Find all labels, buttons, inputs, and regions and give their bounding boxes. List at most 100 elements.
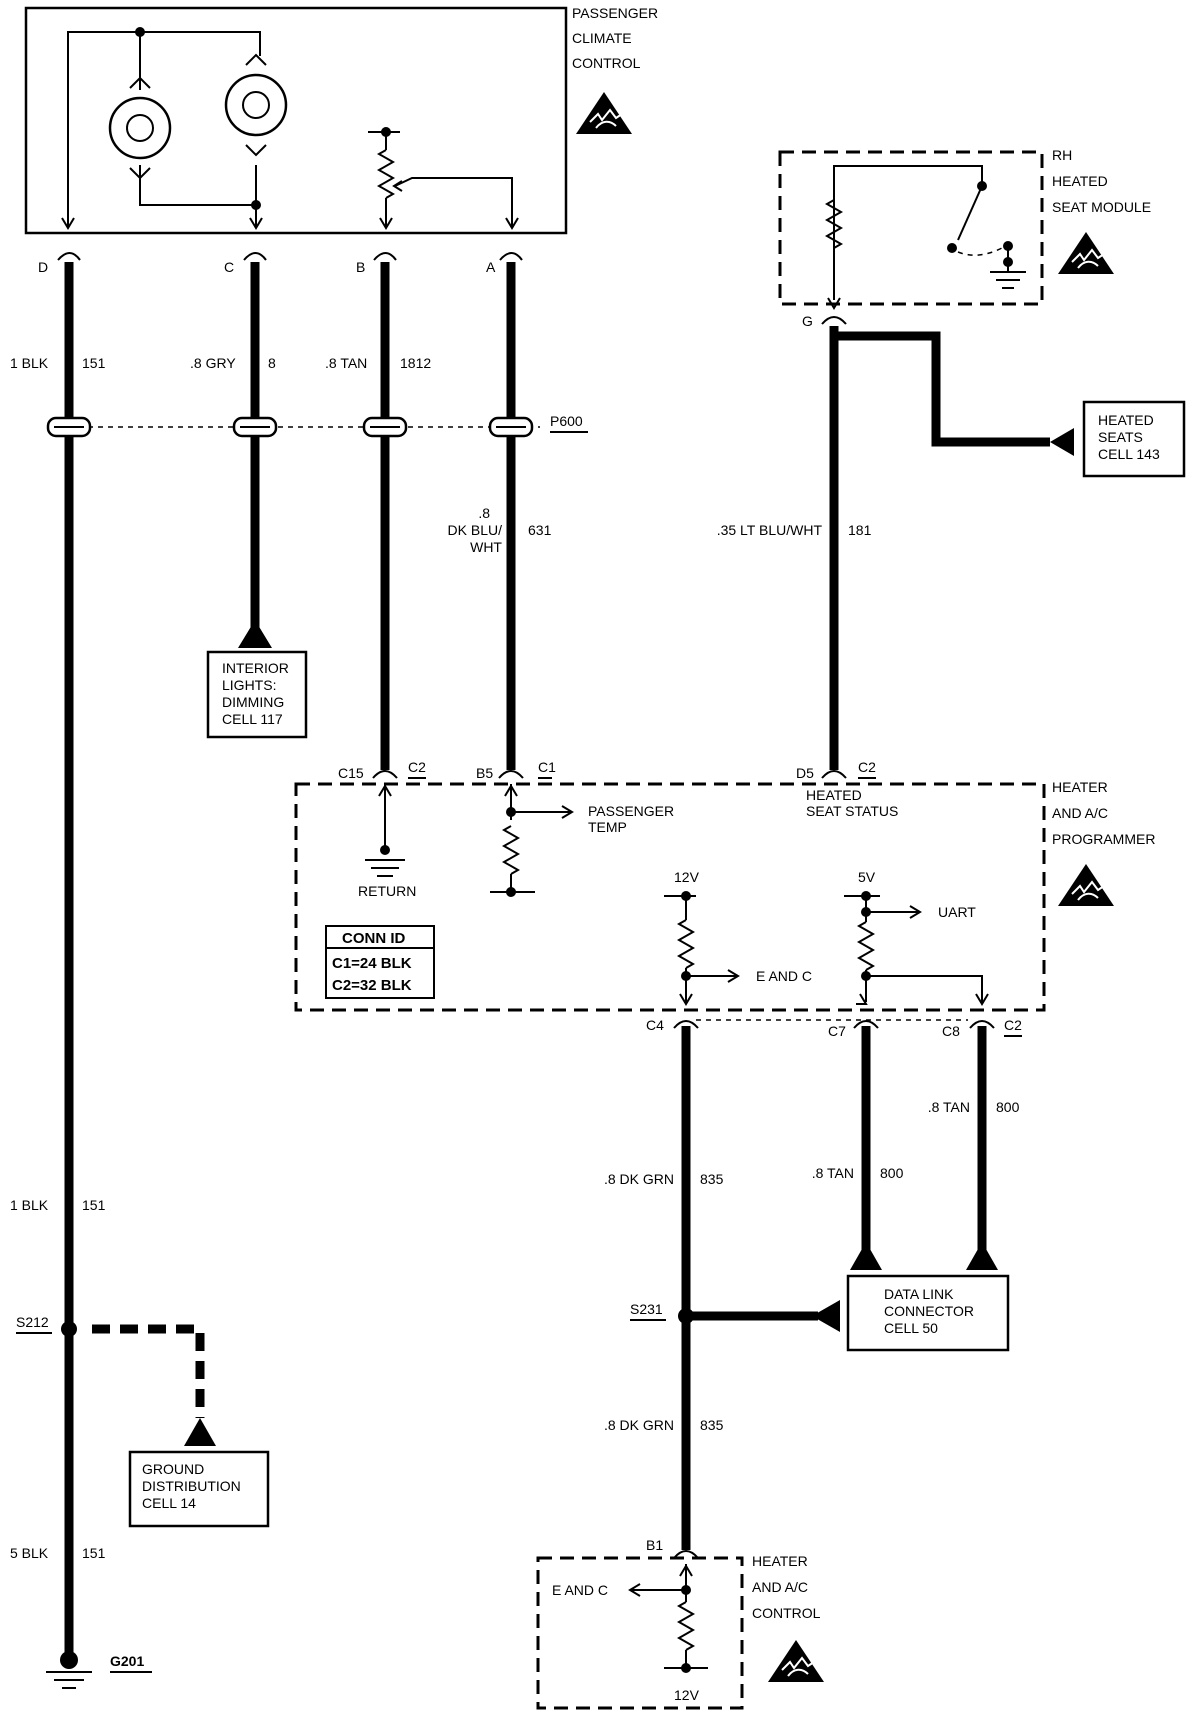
return-label: RETURN [358,883,416,899]
wire-631-size: .8 [478,505,490,521]
heater-ac-programmer-title: PROGRAMMER [1052,831,1155,847]
ground-symbol-icon [46,1671,92,1689]
wire-151-size: 5 BLK [10,1545,49,1561]
pin-c8-label: C8 [942,1023,960,1039]
pin-d5-connector: C2 [858,759,876,775]
passenger-climate-control-title: CLIMATE [572,30,632,46]
passenger-climate-control-title: CONTROL [572,55,641,71]
conn-id-title: CONN ID [342,930,406,947]
pin-a-label: A [486,259,496,275]
reference-arrow-icon [184,1418,216,1446]
wire-631-size: DK BLU/ [448,522,503,538]
pin-b5-label: B5 [476,765,493,781]
wire-181-branch [834,331,1050,447]
pin-g-label: G [802,313,813,329]
wire-631-size: WHT [470,539,502,555]
wire-8-size: .8 GRY [190,355,236,371]
wire-1812-size: .8 TAN [325,355,367,371]
resistor-icon [378,149,394,199]
pin-d5-label: D5 [796,765,814,781]
wire-835-size: .8 DK GRN [604,1171,674,1187]
wire-800-c7-circuit: 800 [880,1165,904,1181]
pin-c15-label: C15 [338,765,364,781]
p600-inline-connector [46,416,540,438]
interior-lights-reference: DIMMING [222,694,284,710]
heater-ac-control-component [536,1556,744,1710]
resistor-icon [678,919,694,969]
data-link-reference: CONNECTOR [884,1303,974,1319]
wire-151-circuit: 151 [82,1545,106,1561]
electrostatic-discharge-warning-icon [575,91,633,135]
ground-symbol-icon [990,271,1026,289]
data-link-reference: CELL 50 [884,1320,938,1336]
passenger-temp-label: TEMP [588,819,627,835]
reference-arrow-icon [1050,428,1074,456]
rh-heated-seat-module-title: SEAT MODULE [1052,199,1151,215]
wire-151-circuit: 151 [82,1197,106,1213]
rh-heated-seat-module-title: HEATED [1052,173,1108,189]
conn-id-row: C2=32 BLK [332,977,412,994]
pin-b-label: B [356,259,365,275]
heated-seats-reference: CELL 143 [1098,446,1160,462]
s231-label: S231 [630,1301,663,1317]
connector-pins-top [57,252,523,261]
heated-seats-reference: HEATED [1098,412,1154,428]
heated-seats-reference-box [1082,400,1186,478]
lamp-icon [224,53,288,157]
heater-ac-control-title: CONTROL [752,1605,821,1621]
wire-8-circuit: 8 [268,355,276,371]
resistor-icon [503,825,519,875]
wire-835-size: .8 DK GRN [604,1417,674,1433]
control-e-and-c-label: E AND C [552,1582,608,1598]
pin-c15-connector: C2 [408,759,426,775]
rh-heated-seat-module-component [778,150,1044,310]
ground-distribution-reference: GROUND [142,1461,204,1477]
reference-arrow-icon [238,620,272,648]
control-12v-label: 12V [674,1687,700,1703]
interior-lights-reference: INTERIOR [222,660,289,676]
ground-distribution-reference: DISTRIBUTION [142,1478,241,1494]
heater-ac-programmer-title: AND A/C [1052,805,1108,821]
electrostatic-discharge-warning-icon [1057,231,1115,275]
heated-seat-status-label: HEATED [806,787,862,803]
passenger-climate-control-component [24,6,568,235]
electrostatic-discharge-warning-icon [767,1639,825,1683]
reference-arrow-icon [966,1242,998,1270]
pin-b5-connector: C1 [538,759,556,775]
wire-800-c8-circuit: 800 [996,1099,1020,1115]
wire-800-c7-size: .8 TAN [812,1165,854,1181]
programmer-12v-label: 12V [674,869,700,885]
s212-label: S212 [16,1314,49,1330]
heated-seats-reference: SEATS [1098,429,1143,445]
passenger-climate-control-title: PASSENGER [572,5,658,21]
wire-835-circuit: 835 [700,1417,724,1433]
wire-181-size: .35 LT BLU/WHT [717,522,823,538]
interior-lights-reference: LIGHTS: [222,677,276,693]
wire-631-circuit: 631 [528,522,552,538]
pin-c-label: C [224,259,234,275]
programmer-e-and-c-label: E AND C [756,968,812,984]
heater-ac-control-title: AND A/C [752,1579,808,1595]
heater-ac-control-title: HEATER [752,1553,808,1569]
uart-label: UART [938,904,976,920]
conn-id-row: C1=24 BLK [332,955,412,972]
data-link-reference: DATA LINK [884,1286,954,1302]
wire-151-circuit: 151 [82,355,106,371]
ground-distribution-reference-box [128,1450,270,1528]
p600-label: P600 [550,413,583,429]
heater-ac-programmer-component [294,782,1046,1012]
wire-151-size: 1 BLK [10,1197,49,1213]
interior-lights-reference: CELL 117 [222,711,283,727]
reference-arrow-icon [850,1242,882,1270]
resistor-icon [678,1601,694,1651]
wire-800-c8-size: .8 TAN [928,1099,970,1115]
splice-s212 [61,1321,77,1337]
conn-id-table [325,925,435,999]
wire-1812-circuit: 1812 [400,355,431,371]
wire-181-circuit: 181 [848,522,872,538]
resistor-icon [826,199,842,249]
wire-151-size: 1 BLK [10,355,49,371]
programmer-5v-label: 5V [858,869,876,885]
pin-c8-connector: C2 [1004,1017,1022,1033]
heated-seat-status-label: SEAT STATUS [806,803,898,819]
